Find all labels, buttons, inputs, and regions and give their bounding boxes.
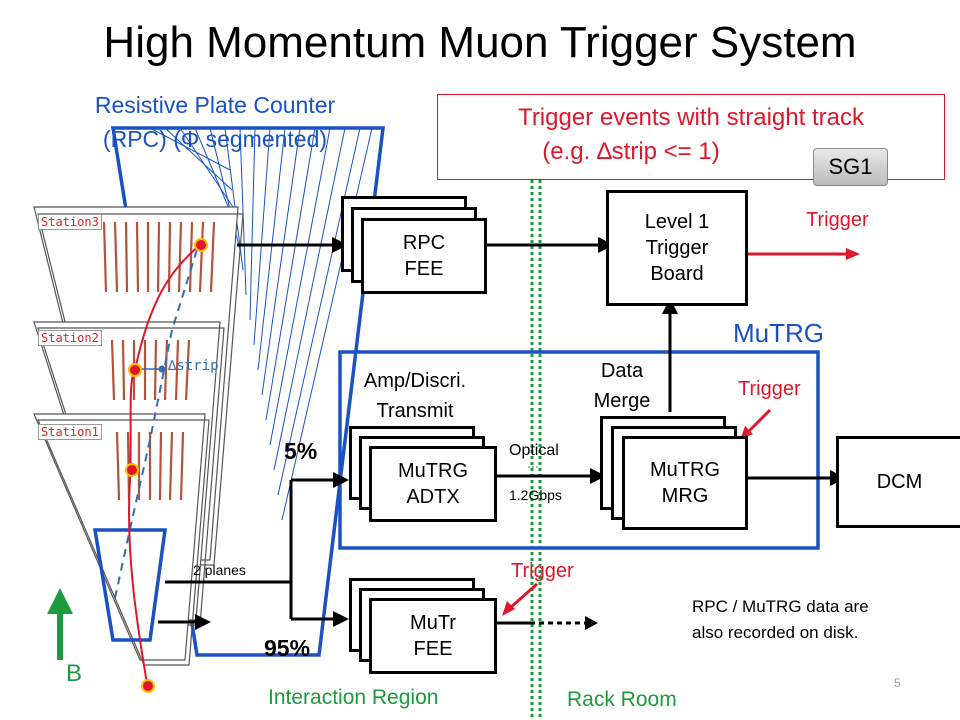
interaction-region-label: Interaction Region xyxy=(268,686,439,709)
optical-label: Optical xyxy=(509,442,559,459)
percent-95-label: 95% xyxy=(264,635,311,661)
station1-wedge xyxy=(33,413,210,666)
mrg-line2: MRG xyxy=(661,485,709,507)
disk-note: RPC / MuTRG data are also recorded on di… xyxy=(692,594,869,646)
data-merge-line2: Merge xyxy=(593,390,651,412)
rpc-fee-box: RPC FEE xyxy=(361,218,487,294)
rpc-label: Resistive Plate Counter (RPC) (Φ segment… xyxy=(50,88,380,156)
rpc-label-line2: (RPC) (Φ segmented) xyxy=(102,126,328,152)
station3-label: Station3 xyxy=(38,214,102,230)
rack-room-label: Rack Room xyxy=(567,688,677,711)
level1-line3: Board xyxy=(650,263,704,285)
mutr-fee-box: MuTr FEE xyxy=(369,598,497,674)
station1-label: Station1 xyxy=(38,424,102,440)
trigger-label-mutr: Trigger xyxy=(511,560,574,582)
adtx-line1: MuTRG xyxy=(398,460,468,482)
mutrg-label: MuTRG xyxy=(733,318,824,348)
amp-discri-label: Amp/Discri. Transmit xyxy=(345,366,485,426)
mrg-box: MuTRG MRG xyxy=(622,436,748,530)
mutr-fee-line2: FEE xyxy=(413,638,453,660)
disk-note-line2: also recorded on disk. xyxy=(692,623,859,642)
straight-track xyxy=(114,239,201,599)
strip-label: ∆strip xyxy=(168,358,219,374)
mutrg-frame xyxy=(338,350,820,550)
mutr-wedge xyxy=(92,528,168,642)
level1-line1: Level 1 xyxy=(644,211,710,233)
rpc-label-line1: Resistive Plate Counter xyxy=(94,92,336,118)
station2-label: Station2 xyxy=(38,330,102,346)
percent-5-label: 5% xyxy=(284,438,318,464)
page-title: High Momentum Muon Trigger System xyxy=(103,18,857,67)
amp-line2: Transmit xyxy=(376,400,454,422)
dcm-box: DCM xyxy=(836,436,960,528)
b-field-label: B xyxy=(66,660,83,687)
adtx-line2: ADTX xyxy=(406,486,460,508)
trigger-note-line2: (e.g. ∆strip <= 1) xyxy=(542,138,720,165)
trigger-label-mrg: Trigger xyxy=(738,378,801,400)
page-number: 5 xyxy=(894,676,901,690)
hit-bursts xyxy=(125,238,208,693)
rate-label: 1.2Gbps xyxy=(509,487,562,503)
data-merge-line1: Data xyxy=(600,360,644,382)
level1-trigger-board: Level 1 Trigger Board xyxy=(606,190,748,306)
mutr-fee-line1: MuTr xyxy=(410,612,456,634)
adtx-box: MuTRG ADTX xyxy=(369,446,497,522)
sg1-button[interactable]: SG1 xyxy=(813,148,888,186)
disk-note-line1: RPC / MuTRG data are xyxy=(692,597,869,616)
data-merge-label: Data Merge xyxy=(572,356,672,416)
planes-label: 2 planes xyxy=(193,562,246,578)
rpc-fee-line2: FEE xyxy=(404,258,444,280)
amp-line1: Amp/Discri. xyxy=(363,370,467,392)
curved-track xyxy=(128,244,201,691)
mrg-line1: MuTRG xyxy=(650,459,720,481)
trigger-label-level1: Trigger xyxy=(806,209,869,231)
level1-line2: Trigger xyxy=(645,237,709,259)
trigger-note-line1: Trigger events with straight track xyxy=(518,104,864,131)
rpc-fee-line1: RPC xyxy=(402,232,446,254)
